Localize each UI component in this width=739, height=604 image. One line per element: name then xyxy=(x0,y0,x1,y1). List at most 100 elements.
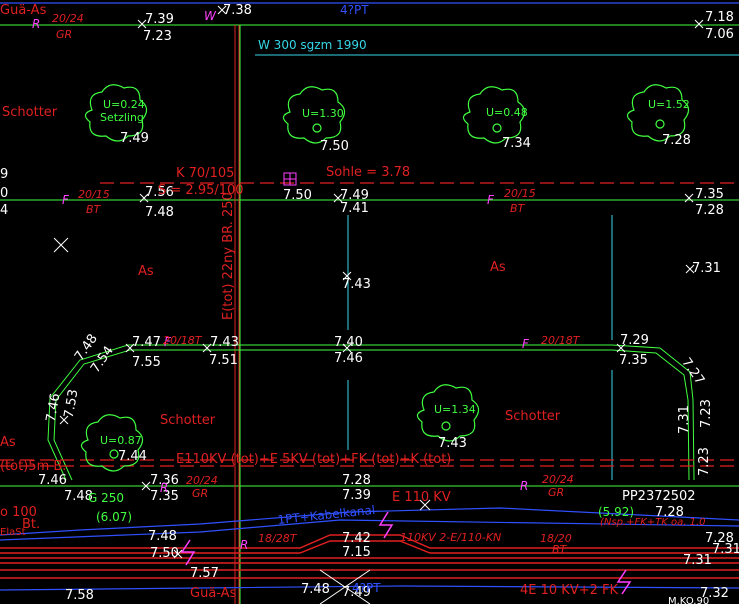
tree-labels: U=0.24 Setzling 7.49 U=1.30 7.50 U=0.48 … xyxy=(100,98,691,464)
survey-point-icon xyxy=(684,193,694,203)
surface-label: Schotter xyxy=(505,409,561,424)
tree-icon xyxy=(80,414,144,472)
survey-point-icon xyxy=(217,5,227,15)
channel-label: 1PT+Kabelkanal xyxy=(277,503,376,527)
elevation-label: 7.23 xyxy=(697,447,712,476)
tree-elevation: 7.44 xyxy=(118,449,147,464)
r-marker: R xyxy=(520,479,528,493)
elevation-label: 7.50 xyxy=(150,546,179,561)
sewer-slope-label: S = 2.95/100 xyxy=(158,183,244,198)
elevation-label: 7.36 xyxy=(150,473,179,488)
f-code: 20/18T xyxy=(163,334,203,347)
red-cable-2 xyxy=(0,540,739,554)
e110-label: E 110 KV xyxy=(392,490,451,505)
gas-line-label: G 250 xyxy=(88,491,124,505)
survey-point-icon xyxy=(137,19,147,29)
survey-point-icon xyxy=(139,193,149,203)
w-marker: W xyxy=(204,9,217,23)
survey-markers xyxy=(53,5,704,604)
elevation-label: 7.35 xyxy=(619,353,648,368)
bottom-note: M.KO.90 xyxy=(668,596,709,604)
elevation-label: 7.48 xyxy=(301,582,330,597)
r-code: 18/28T xyxy=(258,532,298,545)
surface-label: Schotter xyxy=(160,413,216,428)
blue-line-3 xyxy=(0,585,739,591)
kerb-outer xyxy=(47,344,695,481)
kv-label: 110KV 2-E/110-KN xyxy=(400,531,501,544)
f-type: BT xyxy=(86,203,102,216)
r-code: 18/20 xyxy=(540,532,572,545)
lightning-icon xyxy=(378,511,394,539)
elevation-label: 7.43 xyxy=(210,335,239,350)
survey-point-icon xyxy=(319,569,371,604)
elevation-label: 7.29 xyxy=(620,333,649,348)
street-name-label: Guä-As xyxy=(190,586,237,601)
elevation-label: 4 xyxy=(0,203,8,218)
fp-label: 4?PT xyxy=(352,581,381,595)
f-marker: F xyxy=(522,337,530,351)
kerb-inner xyxy=(53,349,690,481)
cable-left-label: (tot)5m B. xyxy=(0,459,66,474)
lightning-icon xyxy=(616,569,632,595)
vertical-cable-label: E(tot) 22ny BR. 250 xyxy=(221,192,236,320)
survey-point-icon xyxy=(342,343,352,353)
elevation-label: 7.58 xyxy=(65,588,94,603)
sohle-label: Sohle = 3.78 xyxy=(326,165,410,180)
surface-label: Schotter xyxy=(2,105,58,120)
r-code: 20/24 xyxy=(186,474,218,487)
elevation-label: 9 xyxy=(0,167,8,182)
tree-icon xyxy=(282,86,346,144)
power-symbols xyxy=(180,511,632,595)
elevation-label: 7.55 xyxy=(132,355,161,370)
left-ela-label: ElaSt xyxy=(0,527,26,538)
cable-bundle-label: E110KV (tot)+E 5KV (tot)+FK (tot)+K (tot… xyxy=(176,452,451,467)
elevation-label: 7.23 xyxy=(699,399,714,428)
elevation-label: 7.28 xyxy=(705,531,734,546)
elevation-label: 7.28 xyxy=(655,505,684,520)
tree-u-value: U=1.30 xyxy=(302,107,344,120)
elevation-label: 7.06 xyxy=(705,27,734,42)
pp-label: PP2372502 xyxy=(622,489,696,504)
dashed-lines xyxy=(0,182,739,467)
f-code: 20/15 xyxy=(78,188,110,201)
elevation-label: 0 xyxy=(0,186,8,201)
elevation-label: 7.31 xyxy=(712,542,739,557)
elevation-label: 7.46 xyxy=(38,473,67,488)
survey-point-icon xyxy=(59,415,69,425)
elevation-label: 7.35 xyxy=(695,187,724,202)
survey-point-icon xyxy=(141,481,151,491)
elevation-label: 7.39 xyxy=(342,488,371,503)
bottom-cable-label: 4E 10 KV+2 FK xyxy=(520,583,618,598)
tree-elevation: 7.50 xyxy=(320,139,349,154)
survey-point-icon xyxy=(173,549,183,559)
elevation-label: 7.41 xyxy=(340,201,369,216)
tree-u-value: U=0.24 xyxy=(103,98,145,111)
survey-point-icon xyxy=(53,237,69,253)
red-cable-1 xyxy=(0,534,739,549)
tree-icon xyxy=(84,84,148,142)
tree-icon xyxy=(462,86,526,144)
elevation-label: 7.31 xyxy=(677,405,692,434)
f-marker: F xyxy=(62,193,70,207)
tree-u-value: U=1.52 xyxy=(648,98,690,111)
elevation-label: 7.49 xyxy=(342,585,371,600)
manhole-icon xyxy=(283,172,297,186)
elevation-label: 7.56 xyxy=(145,185,174,200)
elevation-label: 7.38 xyxy=(223,3,252,18)
elevation-label: 7.31 xyxy=(692,261,721,276)
elevation-label: 7.46 xyxy=(334,351,363,366)
sewer-label: K 70/105 xyxy=(176,166,234,181)
r-code: 20/24 xyxy=(52,12,84,25)
street-name-label: Guä-As xyxy=(0,3,47,18)
elevation-label: 7.35 xyxy=(150,489,179,504)
elevation-label: 7.51 xyxy=(209,353,238,368)
cable-right-label: (Nsp.+FK+TK oa. 1.0 xyxy=(600,517,706,528)
survey-point-icon xyxy=(694,19,704,29)
elevation-label: 7.43 xyxy=(342,277,371,292)
f-type: BT xyxy=(510,202,526,215)
vertical-cable xyxy=(234,25,240,604)
tree-icon xyxy=(416,384,480,442)
tree-u-value: U=1.34 xyxy=(434,403,476,416)
